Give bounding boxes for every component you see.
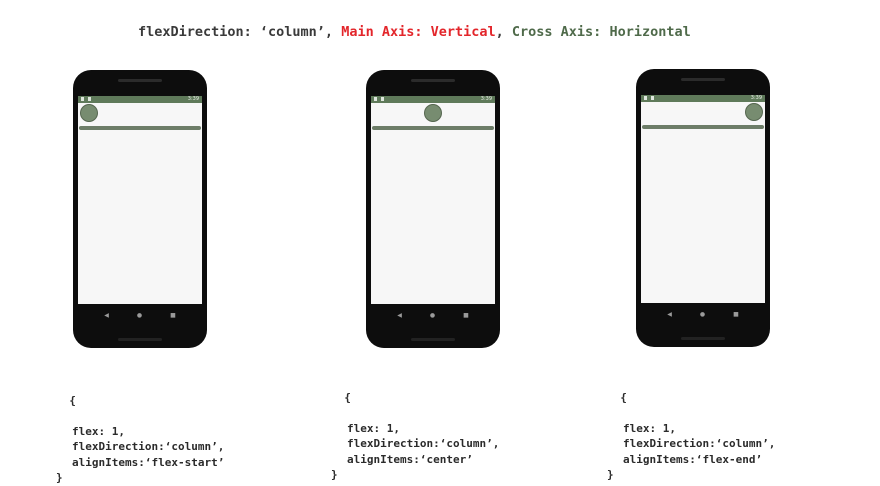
notification-icons [644, 96, 654, 100]
phone-flex-start: 3:39 ◀ ● ■ [73, 70, 207, 348]
recents-icon[interactable]: ■ [733, 310, 739, 318]
status-time: 3:39 [480, 96, 492, 102]
home-icon[interactable]: ● [699, 310, 706, 318]
android-nav-bar: ◀ ● ■ [78, 308, 202, 322]
speaker [118, 79, 162, 82]
code-line-flex: flex: 1, [72, 424, 125, 438]
status-bar: 3:39 [641, 95, 765, 102]
home-icon[interactable]: ● [136, 311, 143, 319]
phone-screen: 3:39 [641, 95, 765, 303]
phone-screen: 3:39 [78, 96, 202, 304]
speaker [411, 79, 455, 82]
title-separator: , [495, 24, 512, 40]
android-nav-bar: ◀ ● ■ [641, 307, 765, 321]
phone-flex-end: 3:39 ◀ ● ■ [636, 69, 770, 347]
title-main-axis: Main Axis: Vertical [341, 24, 496, 40]
horizontal-bar [79, 126, 201, 130]
horizontal-bar [372, 126, 494, 130]
circle-box [745, 103, 763, 121]
app-container-flex-start [78, 103, 202, 126]
circle-box [424, 104, 442, 122]
notification-icons [374, 97, 384, 101]
code-close-brace: } [56, 471, 63, 484]
app-container-flex-end [641, 102, 765, 125]
code-line-flexdirection: flexDirection:‘column’, [623, 437, 776, 450]
code-open-brace: { [344, 390, 351, 404]
phone-center: 3:39 ◀ ● ■ [366, 70, 500, 348]
status-time: 3:39 [187, 96, 199, 102]
title-flexdirection: flexDirection: ‘column’, [138, 24, 342, 40]
status-time: 3:39 [750, 95, 762, 101]
back-icon[interactable]: ◀ [667, 310, 672, 318]
code-close-brace: } [331, 468, 338, 481]
phone-chin [118, 338, 162, 341]
app-container-center [371, 103, 495, 126]
horizontal-bar [642, 125, 764, 129]
code-open-brace: { [69, 393, 76, 407]
status-bar: 3:39 [78, 96, 202, 103]
code-line-flexdirection: flexDirection:‘column’, [72, 440, 225, 453]
back-icon[interactable]: ◀ [397, 311, 402, 319]
home-icon[interactable]: ● [429, 311, 436, 319]
diagram-title: flexDirection: ‘column’, Main Axis: Vert… [138, 24, 818, 40]
code-line-flex: flex: 1, [623, 421, 676, 435]
code-line-alignitems: alignItems:‘flex-start’ [72, 455, 225, 469]
code-line-flexdirection: flexDirection:‘column’, [347, 437, 500, 450]
recents-icon[interactable]: ■ [170, 311, 176, 319]
android-nav-bar: ◀ ● ■ [371, 308, 495, 322]
phone-chin [681, 337, 725, 340]
back-icon[interactable]: ◀ [104, 311, 109, 319]
notification-icons [81, 97, 91, 101]
status-bar: 3:39 [371, 96, 495, 103]
code-line-flex: flex: 1, [347, 421, 400, 435]
code-block-flex-start: { flex: 1, flexDirection:‘column’, alignIt… [56, 377, 224, 486]
phone-chin [411, 338, 455, 341]
speaker [681, 78, 725, 81]
title-cross-axis: Cross Axis: Horizontal [511, 24, 691, 40]
code-line-alignitems: alignItems:‘flex-end’ [623, 452, 763, 466]
code-close-brace: } [607, 468, 614, 481]
phone-screen: 3:39 [371, 96, 495, 304]
code-block-center: { flex: 1, flexDirection:‘column’, alignIt… [331, 374, 499, 483]
code-block-flex-end: { flex: 1, flexDirection:‘column’, alignIt… [607, 374, 775, 483]
code-open-brace: { [620, 390, 627, 404]
code-line-alignitems: alignItems:‘center’ [347, 452, 473, 466]
recents-icon[interactable]: ■ [463, 311, 469, 319]
circle-box [80, 104, 98, 122]
